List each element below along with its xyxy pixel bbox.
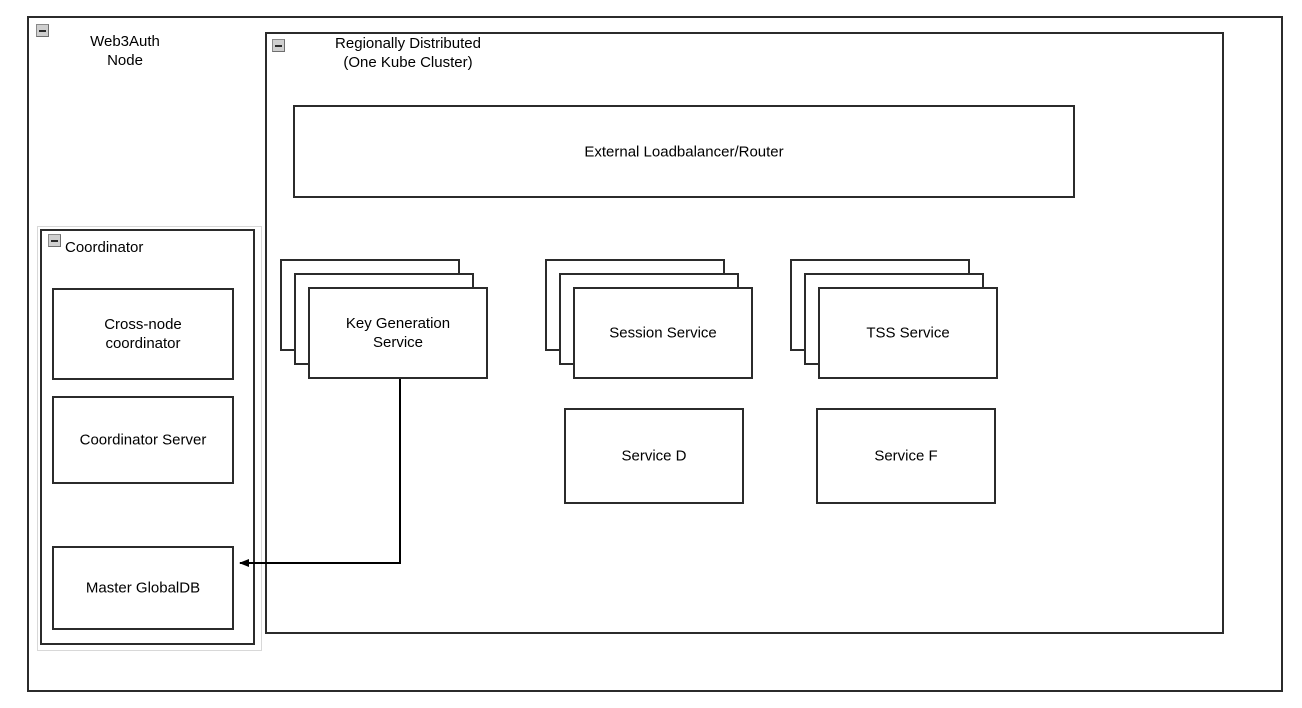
group-label-coordinator: Coordinator bbox=[65, 239, 144, 256]
node-label-service-d: Service D bbox=[621, 447, 687, 465]
node-label-master-globaldb: Master GlobalDB bbox=[85, 579, 201, 597]
group-label-web3auth-node: Web3Auth Node bbox=[90, 33, 160, 69]
node-label-tss-service: TSS Service bbox=[866, 324, 950, 342]
node-service-d[interactable]: Service D bbox=[564, 408, 744, 504]
node-label-cross-node-coordinator: Cross-node coordinator bbox=[104, 316, 182, 352]
node-master-globaldb[interactable]: Master GlobalDB bbox=[52, 546, 234, 630]
node-label-coordinator-server: Coordinator Server bbox=[79, 431, 207, 449]
collapse-minus-icon-web3auth-node[interactable] bbox=[36, 24, 49, 37]
node-label-key-generation-service: Key Generation Service bbox=[345, 315, 451, 351]
node-session-service[interactable]: Session Service bbox=[545, 259, 753, 379]
replica-layer-front[interactable]: TSS Service bbox=[818, 287, 998, 379]
collapse-minus-icon-kube-cluster[interactable] bbox=[272, 39, 285, 52]
node-label-session-service: Session Service bbox=[609, 324, 717, 342]
node-service-f[interactable]: Service F bbox=[816, 408, 996, 504]
replica-layer-front[interactable]: Session Service bbox=[573, 287, 753, 379]
group-label-kube-cluster: Regionally Distributed (One Kube Cluster… bbox=[335, 35, 481, 71]
node-label-external-loadbalancer-router: External Loadbalancer/Router bbox=[584, 143, 784, 160]
collapse-minus-icon-coordinator[interactable] bbox=[48, 234, 61, 247]
node-tss-service[interactable]: TSS Service bbox=[790, 259, 998, 379]
replica-layer-front[interactable]: Key Generation Service bbox=[308, 287, 488, 379]
node-cross-node-coordinator[interactable]: Cross-node coordinator bbox=[52, 288, 234, 380]
node-external-loadbalancer-router[interactable]: External Loadbalancer/Router bbox=[293, 105, 1075, 198]
node-coordinator-server[interactable]: Coordinator Server bbox=[52, 396, 234, 484]
node-label-service-f: Service F bbox=[874, 447, 938, 465]
node-key-generation-service[interactable]: Key Generation Service bbox=[280, 259, 488, 379]
